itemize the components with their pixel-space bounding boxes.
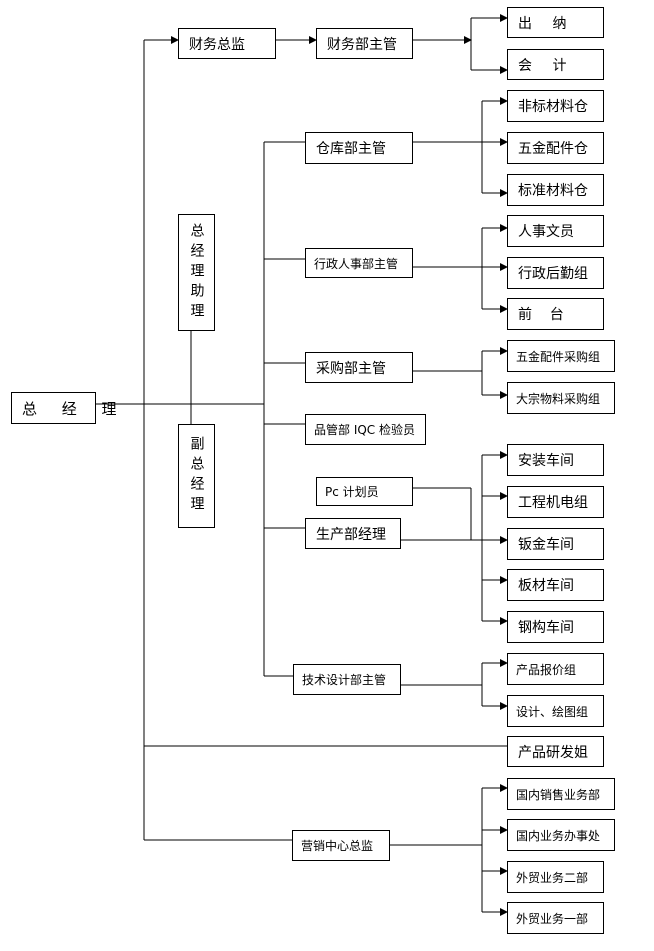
domestic-sales-label: 国内销售业务部 xyxy=(516,787,601,802)
nonstandard-warehouse-label: 非标材料仓 xyxy=(518,99,588,115)
reception-label: 前 台 xyxy=(518,307,564,323)
foreign-trade-2-box: 外贸业务二部 xyxy=(507,861,604,893)
general-manager-label: 总 经 理 xyxy=(22,399,127,418)
rd-team-label: 产品研发姐 xyxy=(518,744,588,761)
deputy-gm-box: 副总经理 xyxy=(178,424,215,528)
admin-hr-manager-label: 行政人事部主管 xyxy=(314,256,399,271)
bulk-purchasing-box: 大宗物料采购组 xyxy=(507,382,615,414)
cashier-label: 出 纳 xyxy=(518,15,575,32)
bulk-purchasing-label: 大宗物料采购组 xyxy=(516,391,601,406)
production-manager-label: 生产部经理 xyxy=(316,526,386,543)
finance-manager-box: 财务部主管 xyxy=(316,28,413,59)
assembly-workshop-label: 安装车间 xyxy=(518,453,574,469)
domestic-sales-box: 国内销售业务部 xyxy=(507,778,615,810)
steel-workshop-label: 钢构车间 xyxy=(518,620,574,636)
foreign-trade-1-label: 外贸业务一部 xyxy=(516,911,589,926)
standard-warehouse-label: 标准材料仓 xyxy=(518,183,588,199)
hr-clerk-box: 人事文员 xyxy=(507,215,604,247)
pc-planner-label: Pc 计划员 xyxy=(325,485,379,499)
hr-clerk-label: 人事文员 xyxy=(518,224,574,240)
steel-workshop-box: 钢构车间 xyxy=(507,611,604,643)
quotation-team-label: 产品报价组 xyxy=(516,662,577,677)
purchasing-manager-box: 采购部主管 xyxy=(305,352,413,383)
domestic-office-label: 国内业务办事处 xyxy=(516,828,601,843)
accountant-label: 会 计 xyxy=(518,57,575,74)
deputy-gm-label: 副总经理 xyxy=(188,436,205,516)
finance-manager-label: 财务部主管 xyxy=(327,36,397,53)
foreign-trade-1-box: 外贸业务一部 xyxy=(507,902,604,934)
cfo-box: 财务总监 xyxy=(178,28,276,59)
cfo-label: 财务总监 xyxy=(189,36,245,53)
gm-assistant-box: 总经理助理 xyxy=(178,214,215,331)
hardware-warehouse-label: 五金配件仓 xyxy=(518,141,588,157)
production-manager-box: 生产部经理 xyxy=(305,518,401,549)
rd-team-box: 产品研发姐 xyxy=(507,736,604,767)
qc-inspector-label: 品管部 IQC 检验员 xyxy=(314,423,415,437)
warehouse-manager-label: 仓库部主管 xyxy=(316,141,386,157)
marketing-director-label: 营销中心总监 xyxy=(301,839,374,853)
admin-hr-manager-box: 行政人事部主管 xyxy=(305,248,413,278)
design-drawing-team-label: 设计、绘图组 xyxy=(516,704,589,719)
warehouse-manager-box: 仓库部主管 xyxy=(305,132,413,164)
foreign-trade-2-label: 外贸业务二部 xyxy=(516,870,589,885)
design-drawing-team-box: 设计、绘图组 xyxy=(507,695,604,727)
qc-inspector-box: 品管部 IQC 检验员 xyxy=(305,414,426,445)
board-workshop-label: 板材车间 xyxy=(518,578,574,594)
reception-box: 前 台 xyxy=(507,298,604,330)
general-manager-box: 总 经 理 xyxy=(11,392,117,424)
sheet-metal-workshop-label: 钣金车间 xyxy=(518,537,574,553)
tech-design-manager-label: 技术设计部主管 xyxy=(302,673,387,687)
admin-logistics-label: 行政后勤组 xyxy=(518,266,588,282)
gm-assistant-label: 总经理助理 xyxy=(188,222,205,323)
board-workshop-box: 板材车间 xyxy=(507,569,604,601)
mech-elec-team-box: 工程机电组 xyxy=(507,486,604,518)
tech-design-manager-box: 技术设计部主管 xyxy=(293,664,401,695)
assembly-workshop-box: 安装车间 xyxy=(507,444,604,476)
admin-logistics-box: 行政后勤组 xyxy=(507,257,604,289)
hardware-warehouse-box: 五金配件仓 xyxy=(507,132,604,164)
standard-warehouse-box: 标准材料仓 xyxy=(507,174,604,206)
marketing-director-box: 营销中心总监 xyxy=(292,830,390,861)
hardware-purchasing-box: 五金配件采购组 xyxy=(507,340,615,372)
purchasing-manager-label: 采购部主管 xyxy=(316,360,386,377)
domestic-office-box: 国内业务办事处 xyxy=(507,819,615,851)
hardware-purchasing-label: 五金配件采购组 xyxy=(516,349,601,364)
mech-elec-team-label: 工程机电组 xyxy=(518,495,588,511)
nonstandard-warehouse-box: 非标材料仓 xyxy=(507,90,604,122)
quotation-team-box: 产品报价组 xyxy=(507,653,604,685)
accountant-box: 会 计 xyxy=(507,49,604,80)
sheet-metal-workshop-box: 钣金车间 xyxy=(507,528,604,560)
cashier-box: 出 纳 xyxy=(507,7,604,38)
pc-planner-box: Pc 计划员 xyxy=(316,477,413,506)
